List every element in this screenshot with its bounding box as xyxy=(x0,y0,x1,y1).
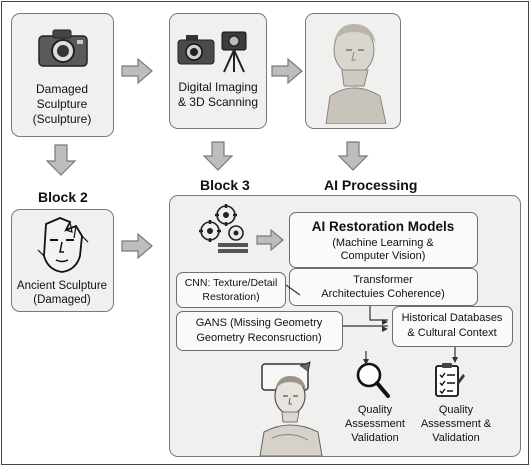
arrow-right-gears xyxy=(256,228,284,252)
cnn-line1: CNN: Texture/Detail xyxy=(184,277,278,289)
arrow-down-1 xyxy=(45,144,77,176)
digital-imaging-box: Digital Imaging & 3D Scanning xyxy=(169,13,267,129)
gears-icon xyxy=(199,204,248,253)
historical-line1: Historical Databases xyxy=(401,312,503,324)
scanner-camera-icon xyxy=(177,31,247,73)
quality1-line1: Quality xyxy=(357,404,393,416)
quality2-line2: Assessment & xyxy=(420,418,492,430)
damaged-sculpture-line2: Sculpture xyxy=(36,97,88,111)
checklist-icon xyxy=(435,363,465,397)
historical-line2: & Cultural Context xyxy=(407,327,497,339)
damaged-sculpture-box: Damaged Sculpture (Sculpture) xyxy=(11,13,114,137)
arrow-down-2 xyxy=(202,141,234,171)
arrow-right-2 xyxy=(271,57,303,85)
gans-box: GANS (Missing Geometry Geometry Reconsru… xyxy=(176,311,343,351)
cnn-box: CNN: Texture/Detail Restoration) xyxy=(176,272,286,308)
damaged-face-icon xyxy=(37,217,89,273)
ai-bust-box xyxy=(305,13,401,129)
block2-label: Block 2 xyxy=(38,189,88,205)
arrow-down-3 xyxy=(337,141,369,171)
cnn-connector xyxy=(285,284,301,296)
digital-imaging-line2: & 3D Scanning xyxy=(177,95,259,109)
arrow-right-3 xyxy=(121,232,153,260)
ai-models-subtitle2: Computer Vision) xyxy=(340,250,426,262)
transformer-box: Transformer Architectuies Coherence) xyxy=(289,268,478,306)
ancient-sculpture-line2: (Damaged) xyxy=(33,294,91,306)
camera-icon xyxy=(38,29,88,67)
restored-bust-image xyxy=(259,361,323,456)
damaged-sculpture-line3: (Sculpture) xyxy=(32,112,92,126)
block3-label: Block 3 xyxy=(200,177,250,193)
ai-models-subtitle1: (Machine Learning & xyxy=(332,237,434,249)
transformer-to-historical-connector xyxy=(369,306,388,321)
ai-models-title: AI Restoration Models xyxy=(311,219,455,234)
transformer-line1: Transformer xyxy=(353,274,413,286)
quality1-line2: Assessment xyxy=(345,418,405,430)
bust-image xyxy=(325,24,387,124)
ancient-sculpture-box: Ancient Sculpture (Damaged) xyxy=(11,209,114,312)
magnifier-icon xyxy=(356,362,390,398)
quality2-line1: Quality xyxy=(438,404,474,416)
quality2-line3: Validation xyxy=(432,432,480,444)
ai-models-box: AI Restoration Models (Machine Learning … xyxy=(289,212,478,268)
cnn-line2: Restoration) xyxy=(202,291,260,303)
digital-imaging-line1: Digital Imaging xyxy=(178,80,258,94)
quality1-line3: Validation xyxy=(351,432,399,444)
ai-processing-label: AI Processing xyxy=(324,177,418,193)
historical-box: Historical Databases & Cultural Context xyxy=(392,306,513,347)
gans-line2: Geometry Reconsruction) xyxy=(196,332,322,344)
ancient-sculpture-line1: Ancient Sculpture xyxy=(16,280,108,292)
damaged-sculpture-line1: Damaged xyxy=(35,82,89,96)
arrow-right-1 xyxy=(121,57,153,85)
transformer-line2: Architectuies Coherence) xyxy=(321,288,445,300)
gans-line1: GANS (Missing Geometry xyxy=(195,317,323,329)
